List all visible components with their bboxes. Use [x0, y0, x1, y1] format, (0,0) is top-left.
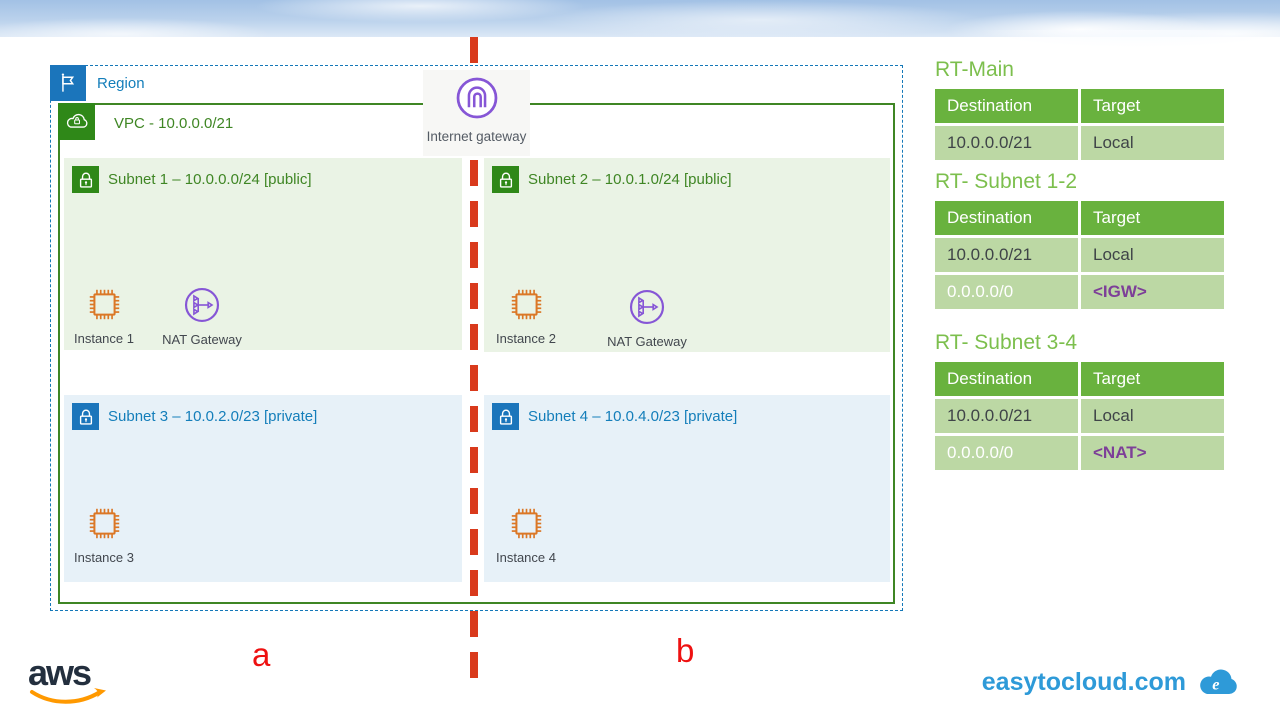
header-target: Target — [1081, 362, 1224, 396]
internet-gateway-icon — [456, 77, 497, 119]
instance-node: Instance 1 — [66, 286, 142, 346]
ec2-instance-icon — [511, 289, 541, 320]
subnet-lock-icon — [72, 166, 99, 193]
annotation-b: b — [676, 632, 695, 669]
route-table-row: 0.0.0.0/0 <NAT> — [935, 436, 1224, 470]
nat-gateway-label: NAT Gateway — [162, 332, 242, 347]
cell-target: Local — [1081, 126, 1224, 160]
subnet-3: Subnet 3 – 10.0.2.0/23 [private] — [64, 395, 462, 582]
svg-text:e: e — [1212, 676, 1219, 694]
nat-gateway-icon — [629, 289, 665, 325]
route-table-subnet-1-2: RT- Subnet 1-2 Destination Target 10.0.0… — [935, 170, 1224, 309]
route-table-row: 0.0.0.0/0 <IGW> — [935, 275, 1224, 309]
cell-target: <IGW> — [1081, 275, 1224, 309]
subnet-1: Subnet 1 – 10.0.0.0/24 [public] — [64, 158, 462, 350]
header-destination: Destination — [935, 89, 1078, 123]
route-table-title: RT-Main — [935, 58, 1014, 81]
region-flag-icon — [50, 65, 86, 101]
cell-destination: 0.0.0.0/0 — [935, 275, 1078, 309]
subnet-label: Subnet 1 – 10.0.0.0/24 [public] — [108, 171, 312, 188]
region-label: Region — [97, 75, 145, 92]
easytocloud-cloud-icon: e — [1200, 669, 1237, 694]
subnet-lock-icon — [492, 403, 519, 430]
instance-label: Instance 2 — [496, 331, 556, 346]
header-target: Target — [1081, 89, 1224, 123]
ec2-instance-icon — [89, 289, 119, 320]
instance-label: Instance 1 — [74, 331, 134, 346]
brand-text: easytocloud.com — [981, 667, 1186, 696]
internet-gateway-node: Internet gateway — [423, 70, 530, 156]
subnet-label: Subnet 2 – 10.0.1.0/24 [public] — [528, 171, 732, 188]
annotation-a: a — [252, 636, 271, 673]
route-table-row: 10.0.0.0/21 Local — [935, 126, 1224, 160]
subnet-label: Subnet 3 – 10.0.2.0/23 [private] — [108, 408, 318, 425]
aws-logo: aws — [24, 652, 114, 710]
route-table-row: 10.0.0.0/21 Local — [935, 399, 1224, 433]
subnet-lock-icon — [72, 403, 99, 430]
vpc-label: VPC - 10.0.0.0/21 — [114, 115, 234, 132]
subnet-4: Subnet 4 – 10.0.4.0/23 [private] — [484, 395, 890, 582]
ec2-instance-icon — [511, 508, 541, 539]
cell-target: <NAT> — [1081, 436, 1224, 470]
cell-destination: 10.0.0.0/21 — [935, 238, 1078, 272]
ab-divider-line — [470, 37, 478, 692]
nat-gateway-node: NAT Gateway — [601, 288, 693, 349]
route-table-header-row: Destination Target — [935, 362, 1224, 396]
instance-label: Instance 3 — [74, 550, 134, 565]
route-table-header-row: Destination Target — [935, 201, 1224, 235]
route-table-main: RT-Main Destination Target 10.0.0.0/21 L… — [935, 58, 1224, 160]
ec2-instance-icon — [89, 508, 119, 539]
cell-target: Local — [1081, 399, 1224, 433]
cell-target: Local — [1081, 238, 1224, 272]
route-table-subnet-3-4: RT- Subnet 3-4 Destination Target 10.0.0… — [935, 331, 1224, 470]
subnet-label: Subnet 4 – 10.0.4.0/23 [private] — [528, 408, 738, 425]
route-table-header-row: Destination Target — [935, 89, 1224, 123]
instance-label: Instance 4 — [496, 550, 556, 565]
route-table-row: 10.0.0.0/21 Local — [935, 238, 1224, 272]
brand-footer: easytocloud.com e — [982, 666, 1240, 698]
header-destination: Destination — [935, 201, 1078, 235]
subnet-2: Subnet 2 – 10.0.1.0/24 [public] — [484, 158, 890, 352]
header-target: Target — [1081, 201, 1224, 235]
route-table-title: RT- Subnet 1-2 — [935, 170, 1078, 193]
route-table-title: RT- Subnet 3-4 — [935, 331, 1078, 354]
subnet-lock-icon — [492, 166, 519, 193]
aws-logo-text: aws — [28, 652, 91, 693]
cell-destination: 0.0.0.0/0 — [935, 436, 1078, 470]
cell-destination: 10.0.0.0/21 — [935, 126, 1078, 160]
internet-gateway-label: Internet gateway — [426, 129, 527, 144]
nat-gateway-node: NAT Gateway — [156, 286, 248, 347]
vpc-cloud-lock-icon — [58, 103, 95, 140]
cell-destination: 10.0.0.0/21 — [935, 399, 1078, 433]
nat-gateway-icon — [184, 287, 220, 323]
nat-gateway-label: NAT Gateway — [607, 334, 687, 349]
instance-node: Instance 4 — [488, 505, 564, 565]
instance-node: Instance 2 — [488, 286, 564, 346]
header-destination: Destination — [935, 362, 1078, 396]
sky-cloud — [955, 30, 1280, 52]
instance-node: Instance 3 — [66, 505, 142, 565]
